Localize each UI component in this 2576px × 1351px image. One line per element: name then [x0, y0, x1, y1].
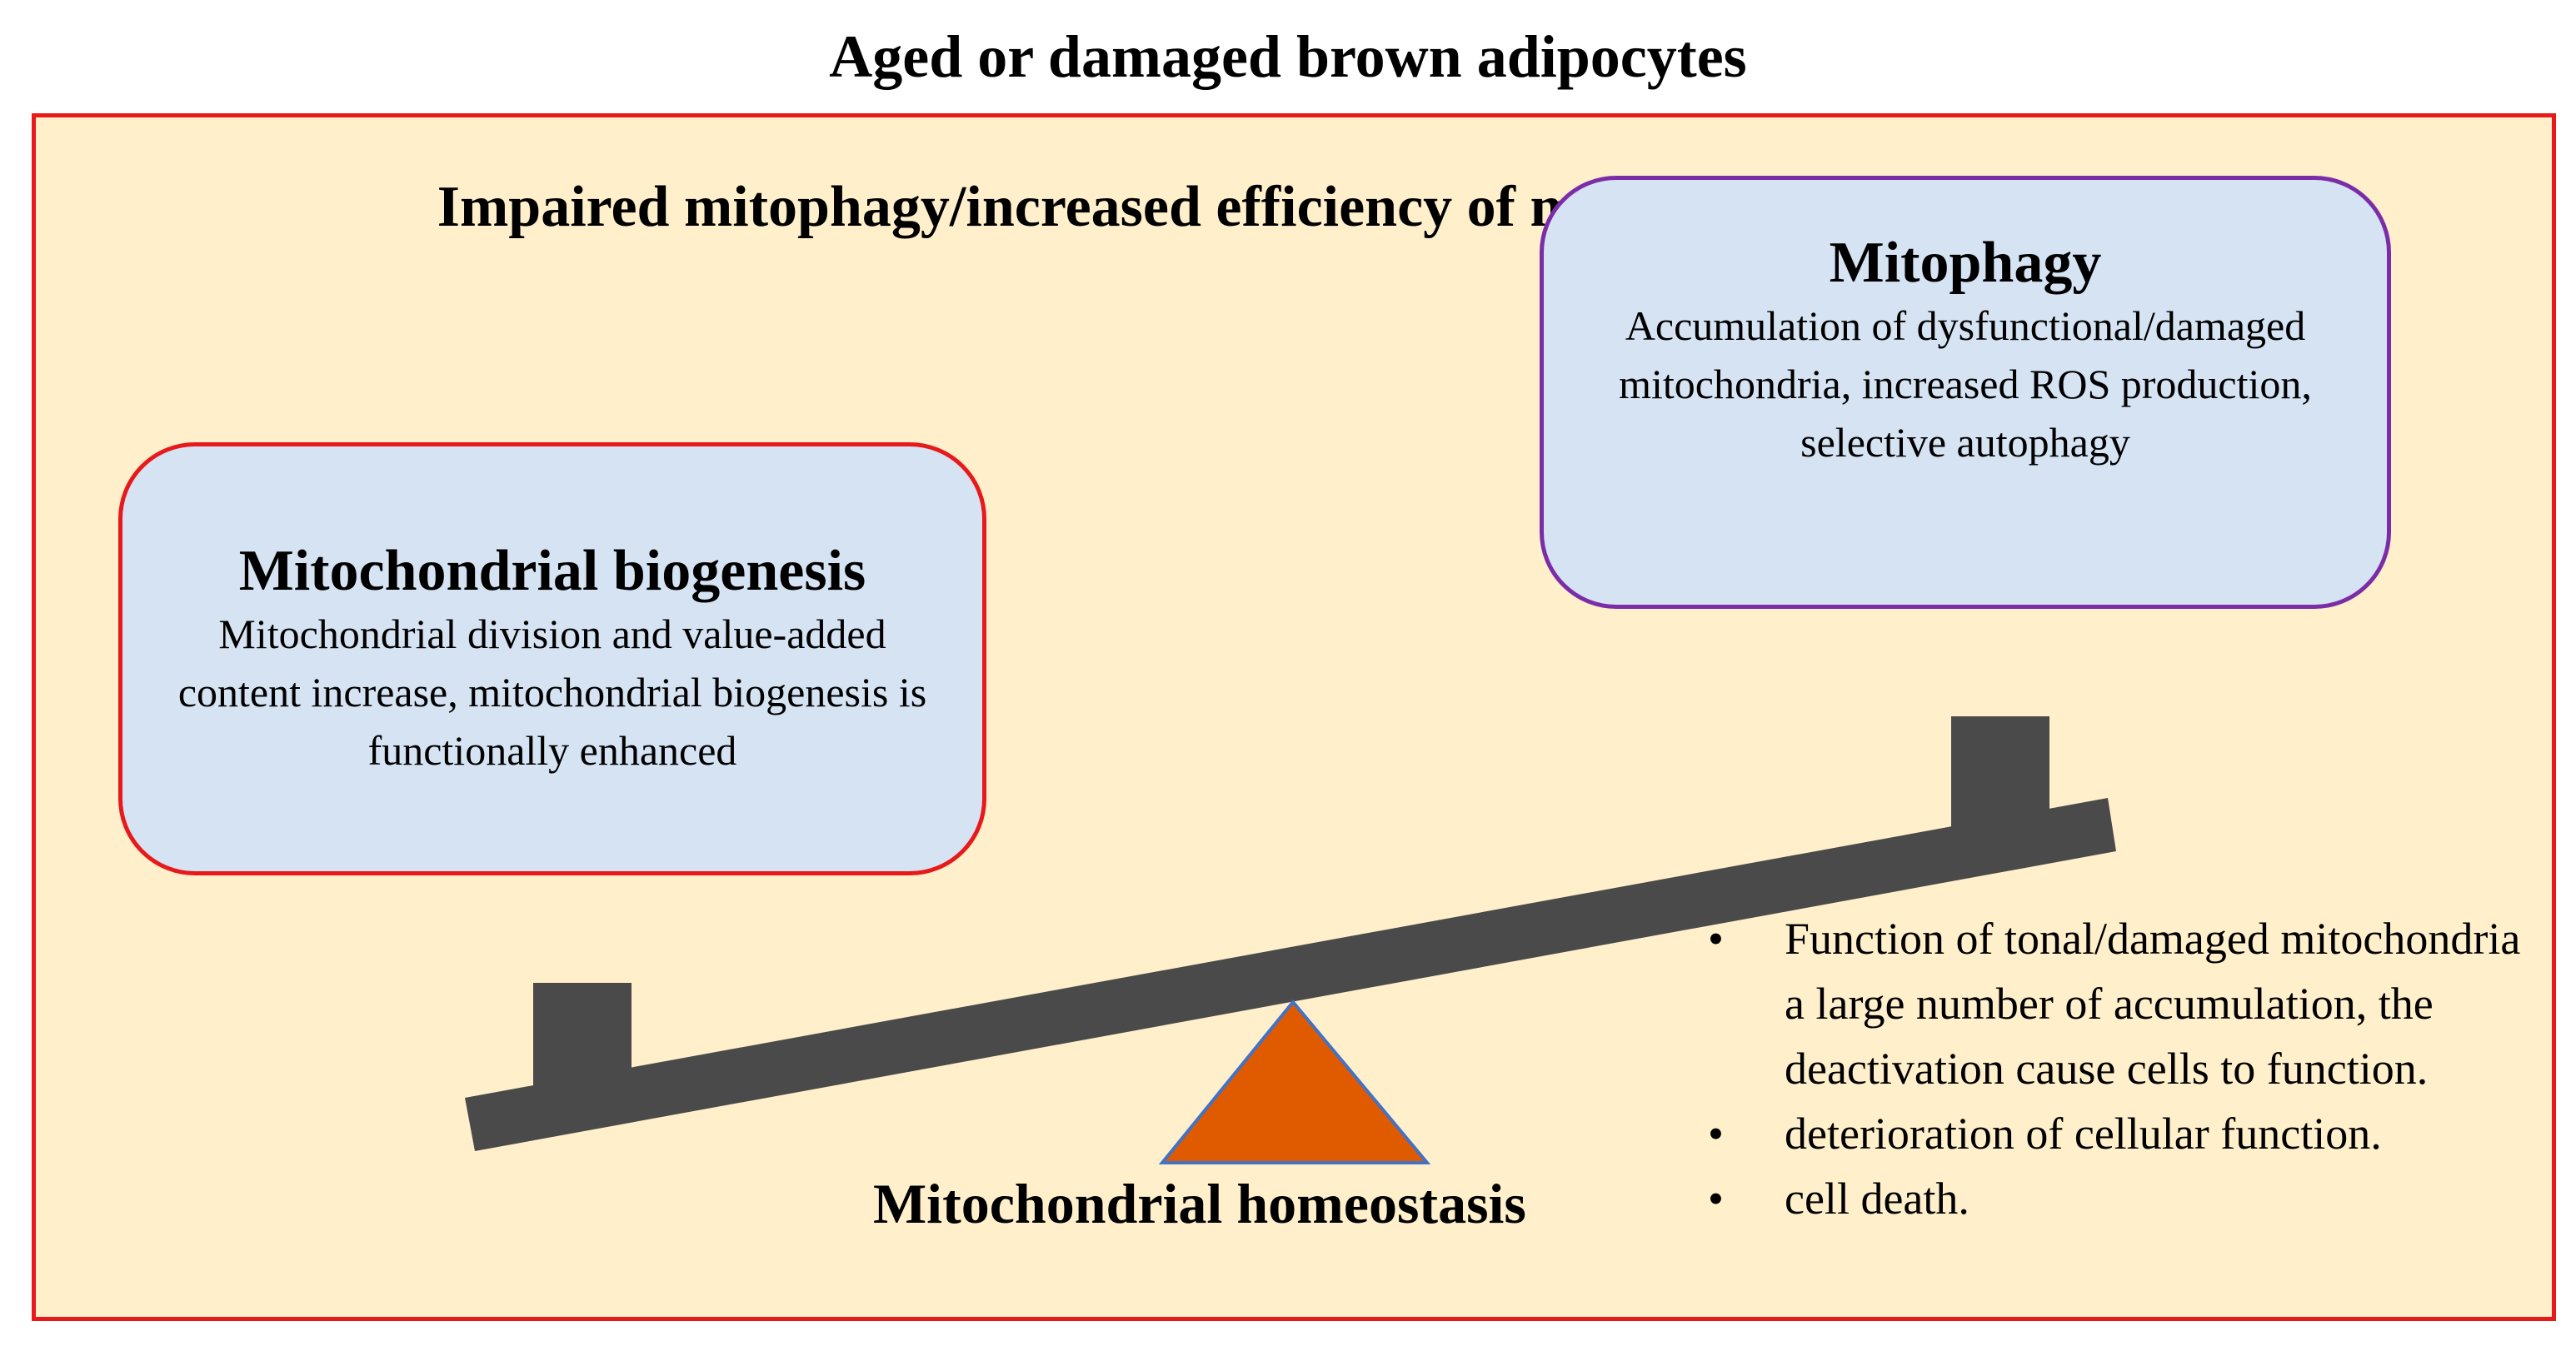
list-item-text: deterioration of cellular function.: [1785, 1109, 2382, 1159]
fulcrum-label: Mitochondrial homeostasis: [873, 1172, 1526, 1235]
biogenesis-description: Mitochondrial division and value-added c…: [177, 611, 927, 774]
mitophagy-description: Accumulation of dysfunctional/damaged mi…: [1619, 302, 2312, 466]
list-item-text: Function of tonal/damaged mitochondria a…: [1785, 914, 2521, 1094]
biogenesis-heading: Mitochondrial biogenesis: [238, 539, 866, 603]
consequence-list: • Function of tonal/damaged mitochondria…: [1708, 906, 2541, 1231]
mitophagy-card: Mitophagy Accumulation of dysfunctional/…: [1540, 176, 2391, 609]
balance-beam: [465, 798, 2116, 1151]
bullet-marker: •: [1708, 1109, 1724, 1159]
list-item: • deterioration of cellular function.: [1708, 1101, 2541, 1166]
biogenesis-card: Mitochondrial biogenesis Mitochondrial d…: [118, 442, 986, 875]
diagram-title: Aged or damaged brown adipocytes: [829, 23, 1747, 90]
list-item: • cell death.: [1708, 1166, 2541, 1231]
list-item: • Function of tonal/damaged mitochondria…: [1708, 906, 2541, 1101]
bullet-marker: •: [1708, 914, 1724, 964]
list-item-text: cell death.: [1785, 1174, 1969, 1224]
bullet-marker: •: [1708, 1174, 1724, 1224]
mitophagy-heading: Mitophagy: [1829, 231, 2102, 295]
fulcrum-triangle: [1158, 999, 1431, 1164]
